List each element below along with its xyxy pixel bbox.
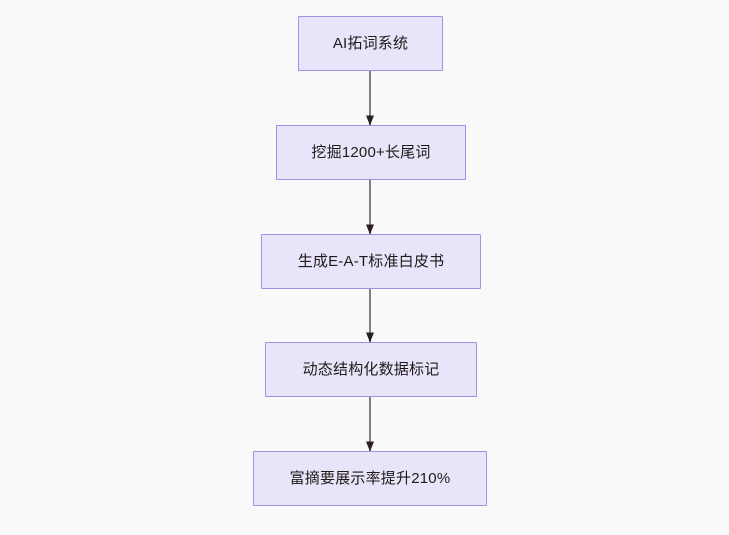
flowchart-node-generate-eat-whitepaper[interactable]: 生成E-A-T标准白皮书: [261, 234, 481, 289]
node-label: 富摘要展示率提升210%: [289, 469, 451, 487]
node-label: 动态结构化数据标记: [302, 360, 440, 378]
flowchart-node-rich-snippet-rate-increase[interactable]: 富摘要展示率提升210%: [253, 451, 487, 506]
flowchart-node-dynamic-structured-data-markup[interactable]: 动态结构化数据标记: [265, 342, 477, 397]
node-label: 生成E-A-T标准白皮书: [297, 252, 445, 270]
node-label: AI拓词系统: [332, 34, 409, 52]
flowchart-node-ai-keyword-system[interactable]: AI拓词系统: [298, 16, 443, 71]
flowchart-node-mine-longtail-keywords[interactable]: 挖掘1200+长尾词: [276, 125, 466, 180]
node-label: 挖掘1200+长尾词: [311, 143, 431, 161]
